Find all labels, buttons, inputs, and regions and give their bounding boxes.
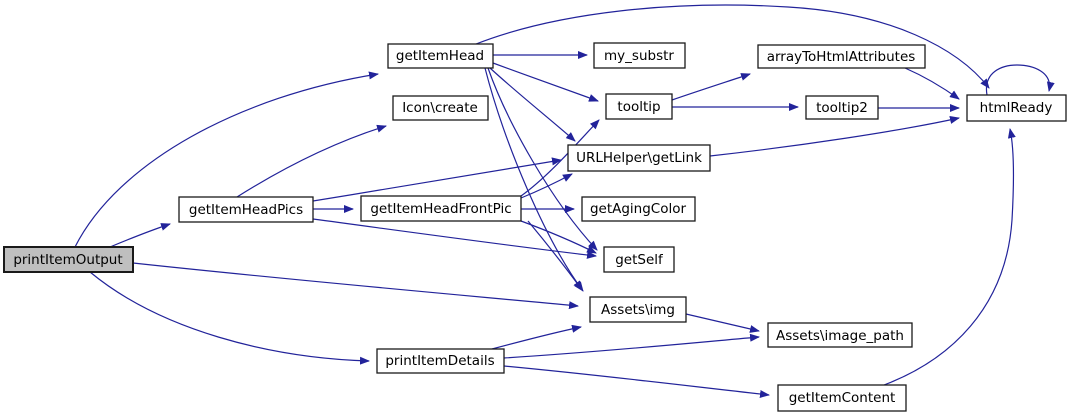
node-htmlReady[interactable]: htmlReady bbox=[966, 94, 1067, 122]
node-box bbox=[966, 94, 1067, 122]
edge-printItemDetails-assets-image-path bbox=[503, 333, 760, 359]
node-box bbox=[392, 95, 489, 121]
node-label: getAgingColor bbox=[590, 201, 687, 217]
edge-printItemDetails-assets-img bbox=[491, 324, 582, 350]
node-box bbox=[567, 144, 711, 172]
node-urlhelper-getlink[interactable]: URLHelper\getLink bbox=[567, 144, 711, 172]
edge-printItemDetails-getItemContent bbox=[503, 365, 770, 398]
edge-getItemHeadFrontPic-getSelf bbox=[520, 220, 597, 254]
node-label: URLHelper\getLink bbox=[576, 150, 702, 166]
node-tooltip2[interactable]: tooltip2 bbox=[805, 95, 879, 120]
node-label: getSelf bbox=[615, 252, 664, 268]
node-box bbox=[581, 196, 696, 222]
node-getItemHeadPics[interactable]: getItemHeadPics bbox=[178, 196, 314, 223]
edge-getItemHead-htmlReady bbox=[475, 4, 990, 89]
node-label: my_substr bbox=[604, 48, 674, 64]
node-label: getItemHeadPics bbox=[189, 202, 303, 218]
node-label: tooltip bbox=[617, 99, 660, 115]
edge-getItemHeadFrontPic-assets-img bbox=[527, 220, 583, 291]
node-assets-image-path[interactable]: Assets\image_path bbox=[767, 322, 913, 348]
edge-getItemHead-getSelf bbox=[487, 67, 598, 251]
node-tooltip[interactable]: tooltip bbox=[605, 93, 673, 120]
node-box bbox=[593, 42, 686, 69]
node-my-substr[interactable]: my_substr bbox=[593, 42, 686, 69]
node-box bbox=[3, 246, 134, 273]
edge-getItemHeadFrontPic-tooltip bbox=[520, 119, 600, 197]
node-box bbox=[589, 296, 687, 323]
edge-getItemHeadPics-getSelf bbox=[312, 218, 597, 259]
edge-arrayToHtmlAttributes-htmlReady bbox=[904, 67, 960, 100]
node-getAgingColor[interactable]: getAgingColor bbox=[581, 196, 696, 222]
node-box bbox=[805, 95, 879, 120]
node-box bbox=[757, 44, 926, 69]
node-getItemHeadFrontPic[interactable]: getItemHeadFrontPic bbox=[360, 195, 522, 222]
node-getSelf[interactable]: getSelf bbox=[603, 246, 675, 273]
node-box bbox=[376, 348, 505, 374]
node-label: getItemHead bbox=[396, 48, 484, 64]
edge-tooltip-arrayToHtmlAttributes bbox=[671, 73, 751, 101]
edge-getItemContent-htmlReady bbox=[883, 128, 1016, 386]
edge-printItemOutput-getItemHeadPics bbox=[109, 223, 171, 248]
node-label: Icon\create bbox=[402, 100, 478, 116]
node-arrayToHtmlAttributes[interactable]: arrayToHtmlAttributes bbox=[757, 44, 926, 69]
edge-printItemOutput-printItemDetails bbox=[89, 271, 370, 365]
node-box bbox=[603, 246, 675, 273]
node-getItemContent[interactable]: getItemContent bbox=[777, 384, 907, 412]
node-printItemDetails[interactable]: printItemDetails bbox=[376, 348, 505, 374]
edge-htmlReady-self-loop bbox=[985, 64, 1055, 96]
edge-printItemOutput-getItemHead bbox=[74, 71, 379, 248]
node-box bbox=[360, 195, 522, 222]
edge-getItemHeadPics-icon-create bbox=[236, 124, 387, 198]
node-label: getItemContent bbox=[789, 390, 896, 406]
node-label: arrayToHtmlAttributes bbox=[767, 49, 916, 65]
edge-urlhelper-getlink-htmlReady bbox=[709, 116, 960, 157]
node-label: htmlReady bbox=[980, 100, 1053, 116]
node-label: printItemDetails bbox=[385, 353, 494, 369]
edge-getItemHeadFrontPic-urlhelper-getlink bbox=[520, 173, 573, 199]
edge-getItemHeadPics-urlhelper-getlink bbox=[312, 157, 562, 202]
node-label: Assets\image_path bbox=[776, 328, 904, 344]
edge-assets-img-assets-image-path bbox=[685, 313, 760, 333]
node-assets-img[interactable]: Assets\img bbox=[589, 296, 687, 323]
node-label: getItemHeadFrontPic bbox=[370, 201, 511, 217]
node-box bbox=[605, 93, 673, 120]
edge-getItemHead-assets-img bbox=[484, 67, 584, 292]
node-box bbox=[178, 196, 314, 223]
node-label: Assets\img bbox=[601, 302, 675, 318]
node-getItemHead[interactable]: getItemHead bbox=[387, 43, 494, 69]
node-printItemOutput[interactable]: printItemOutput bbox=[3, 246, 134, 273]
node-icon-create[interactable]: Icon\create bbox=[392, 95, 489, 121]
node-box bbox=[777, 384, 907, 412]
edge-printItemOutput-assets-img bbox=[132, 262, 579, 310]
node-label: printItemOutput bbox=[13, 252, 122, 268]
edge-getItemHead-tooltip bbox=[492, 62, 599, 102]
node-box bbox=[387, 43, 494, 69]
node-box bbox=[767, 322, 913, 348]
node-label: tooltip2 bbox=[816, 100, 868, 116]
edge-getItemHead-urlhelper-getlink bbox=[489, 67, 576, 142]
